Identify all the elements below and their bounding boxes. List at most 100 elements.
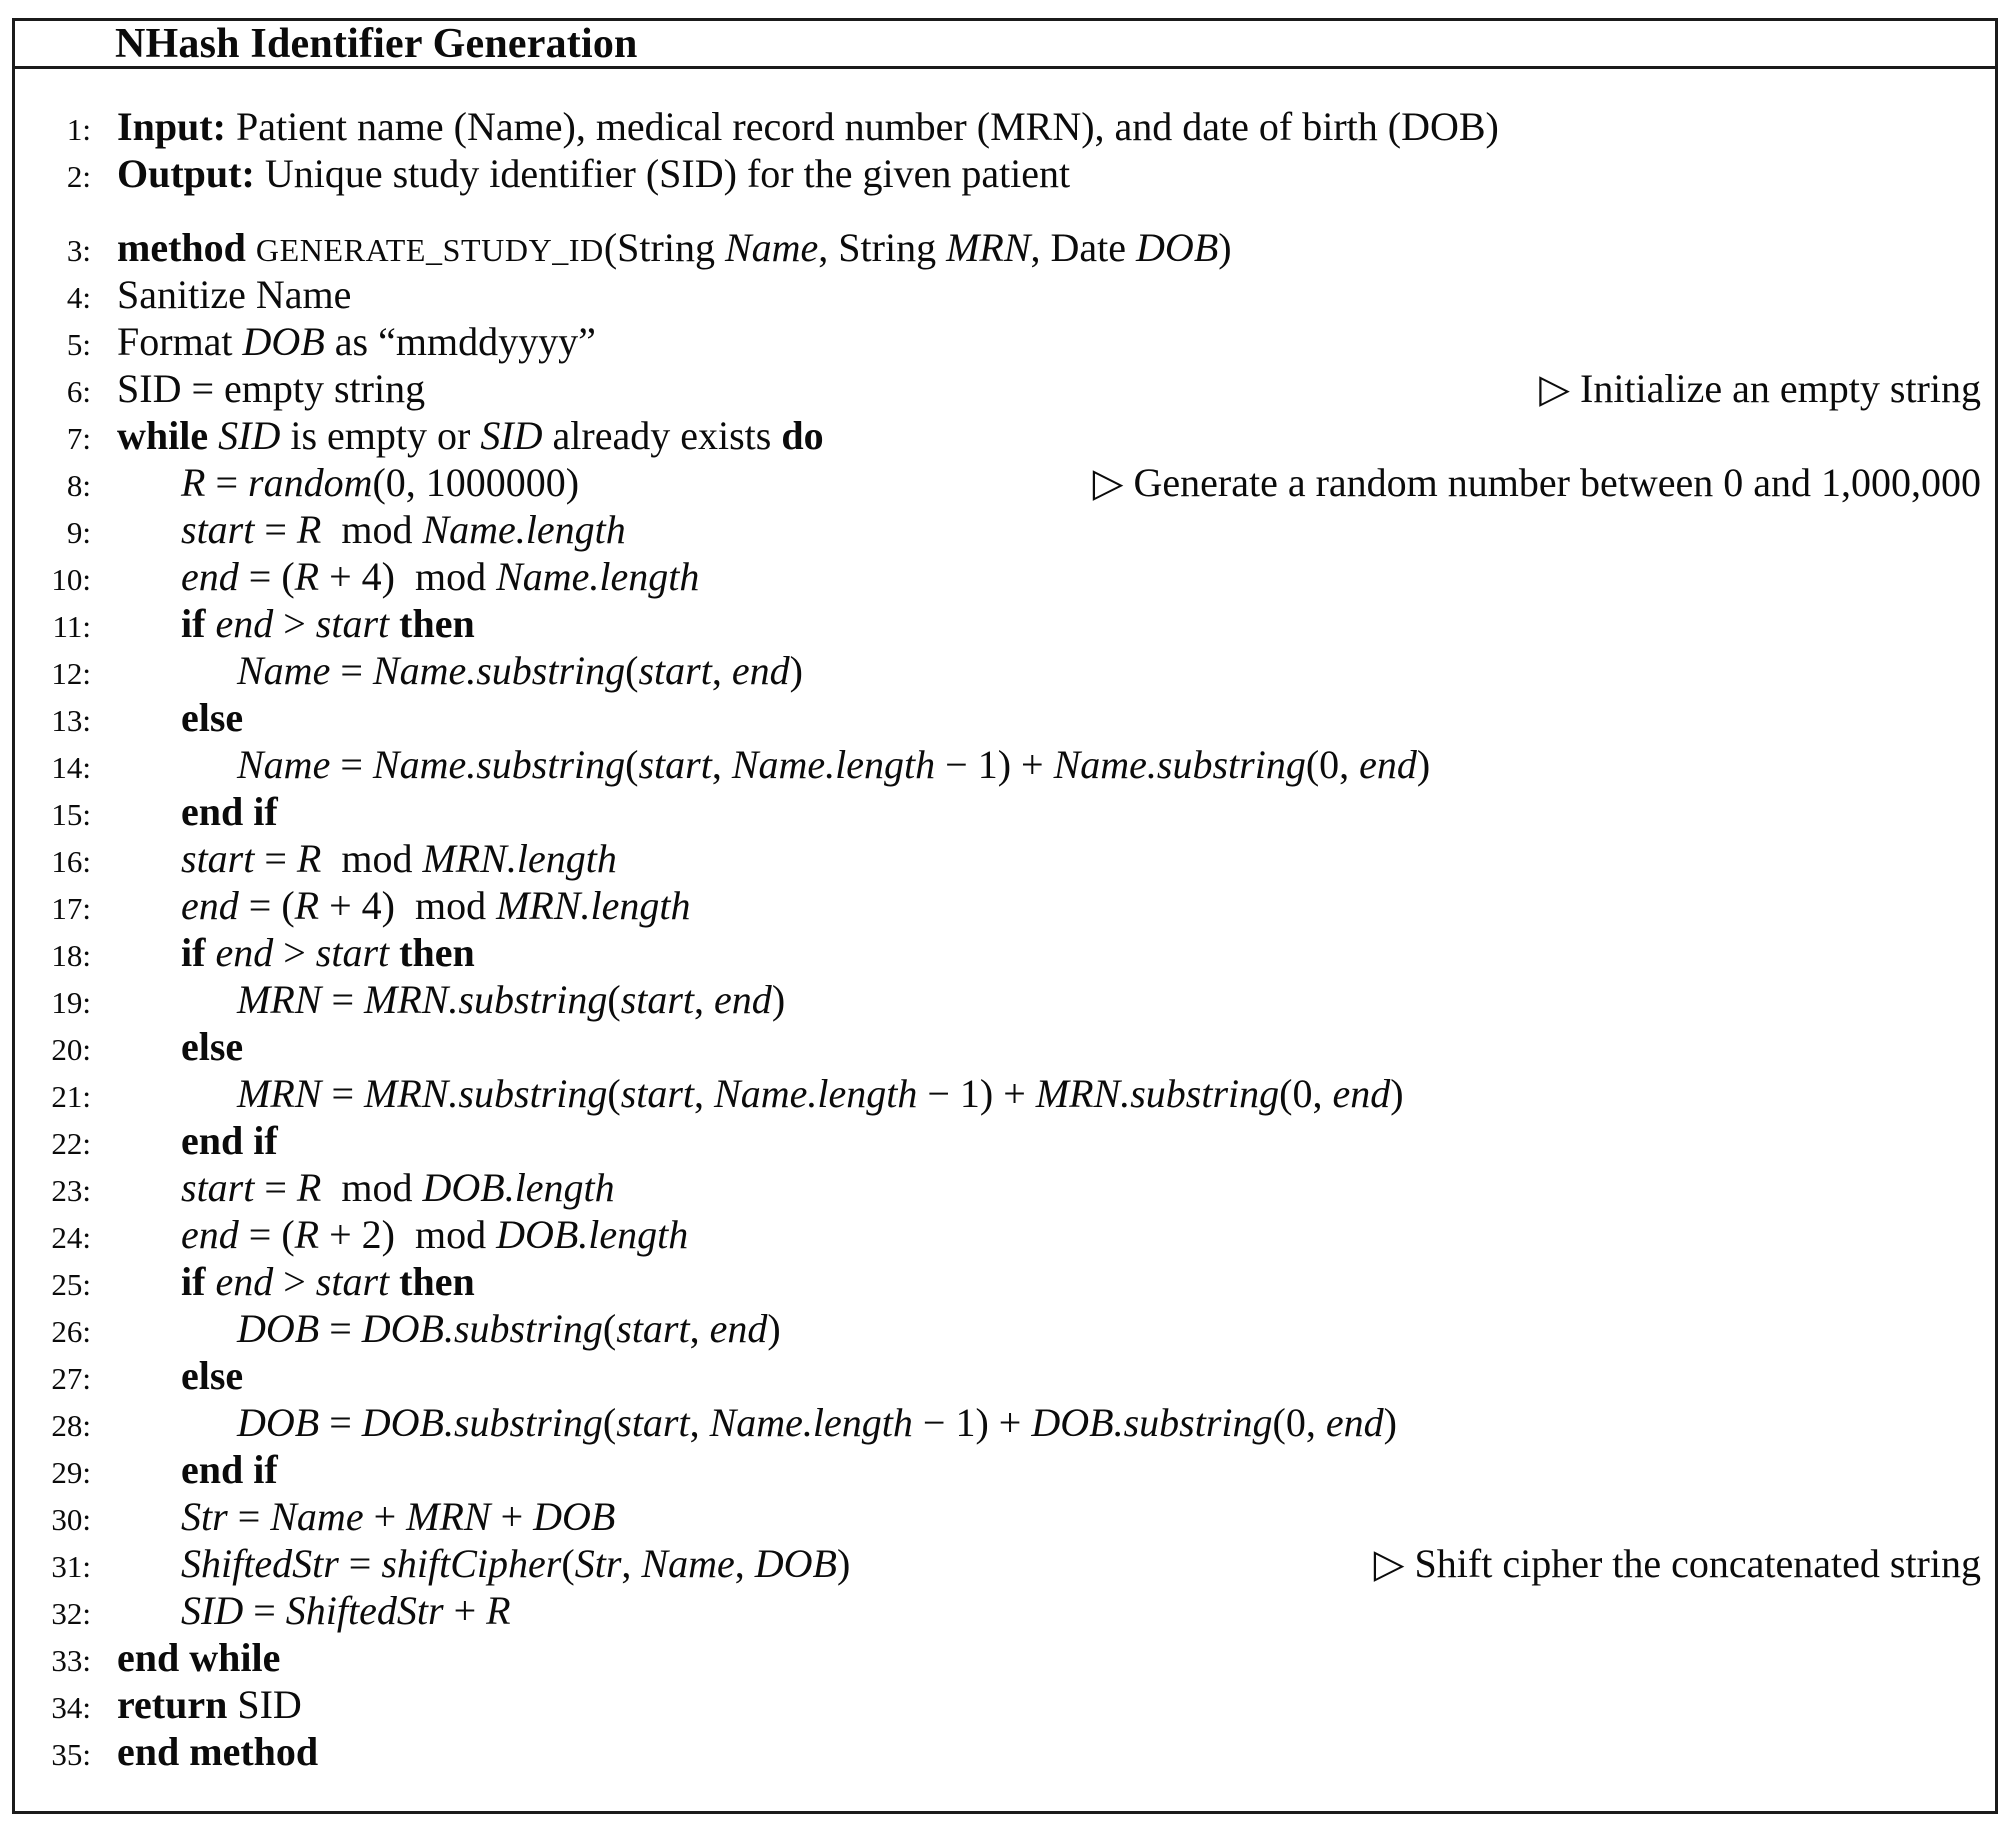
line-number: 32: <box>51 1596 91 1631</box>
code-line: 3:method GENERATE_STUDY_ID(String Name, … <box>15 224 1995 271</box>
line-number: 5: <box>66 327 91 362</box>
code-line: 15:end if <box>15 788 1995 835</box>
math-var: R <box>296 1165 322 1210</box>
keyword: while <box>117 413 219 458</box>
code-line: 25:if end > start then <box>15 1258 1995 1305</box>
math-var: DOB <box>242 319 325 364</box>
code-statement: else <box>181 694 243 741</box>
text-run: ( <box>607 1071 621 1116</box>
math-var: MRN.length <box>496 883 691 928</box>
code-statement: ShiftedStr = shiftCipher(Str, Name, DOB) <box>181 1540 850 1587</box>
math-var: SID <box>218 413 281 458</box>
math-var: DOB <box>754 1541 837 1586</box>
text-run: ) <box>1383 1400 1397 1445</box>
algorithm-body: 1:Input: Patient name (Name), medical re… <box>15 69 1995 1775</box>
text-run: ) <box>789 648 803 693</box>
text-run: ( <box>607 977 621 1022</box>
math-var: end <box>215 1259 274 1304</box>
code-line: 32:SID = ShiftedStr + R <box>15 1587 1995 1634</box>
keyword: Output: <box>117 151 265 196</box>
text-run: ( <box>561 1541 575 1586</box>
math-var: MRN <box>237 977 322 1022</box>
text-run: as “mmddyyyy” <box>324 319 596 364</box>
math-var: start <box>181 507 255 552</box>
code-line: 8:R = random(0, 1000000)▷ Generate a ran… <box>15 459 1995 506</box>
text-run: = <box>319 1306 362 1351</box>
math-var: DOB <box>1136 225 1219 270</box>
text-run: = ( <box>238 1212 295 1257</box>
text-run: = <box>205 460 248 505</box>
line-number: 24: <box>51 1220 91 1255</box>
code-line: 23:start = R mod DOB.length <box>15 1164 1995 1211</box>
keyword: if <box>181 930 216 975</box>
text-run: ( <box>625 742 639 787</box>
code-statement: else <box>181 1352 243 1399</box>
text-run: (0, <box>1279 1071 1333 1116</box>
text-run: , <box>689 1306 710 1351</box>
keyword: then <box>389 1259 475 1304</box>
text-run: , <box>689 1400 710 1445</box>
text-run: ( <box>625 648 639 693</box>
code-statement: end = (R + 2) mod DOB.length <box>181 1211 688 1258</box>
line-number: 19: <box>51 985 91 1020</box>
text-run: = <box>254 507 297 552</box>
code-line: 27:else <box>15 1352 1995 1399</box>
line-number: 18: <box>51 938 91 973</box>
text-run: Patient name (Name), medical record numb… <box>235 104 1499 149</box>
line-number: 7: <box>66 421 91 456</box>
text-run: = <box>227 1494 271 1539</box>
math-var: end <box>1332 1071 1391 1116</box>
line-number: 26: <box>51 1314 91 1349</box>
line-number: 9: <box>66 515 91 550</box>
math-var: Name <box>237 742 331 787</box>
text-run: (0, <box>1272 1400 1326 1445</box>
math-var: DOB <box>237 1400 320 1445</box>
math-var: Name.length <box>496 554 700 599</box>
keyword: then <box>389 601 475 646</box>
math-var: end <box>714 977 772 1022</box>
line-number: 29: <box>51 1455 91 1490</box>
math-var: DOB.substring <box>361 1306 603 1351</box>
text-run: , String <box>818 225 947 270</box>
code-statement: if end > start then <box>181 929 475 976</box>
text-run: − 1) + <box>935 742 1054 787</box>
math-var: start <box>315 1259 390 1304</box>
code-statement: end = (R + 4) mod Name.length <box>181 553 699 600</box>
math-var: Name.substring <box>1053 742 1306 787</box>
code-line: 28:DOB = DOB.substring(start, Name.lengt… <box>15 1399 1995 1446</box>
code-line: 6:SID = empty string▷ Initialize an empt… <box>15 365 1995 412</box>
code-line: 16:start = R mod MRN.length <box>15 835 1995 882</box>
math-var: R <box>181 460 206 505</box>
math-var: MRN.substring <box>364 977 608 1022</box>
code-statement: else <box>181 1023 243 1070</box>
keyword: return <box>117 1682 238 1727</box>
code-statement: while SID is empty or SID already exists… <box>117 412 824 459</box>
line-number: 34: <box>51 1690 91 1725</box>
math-var: ShiftedStr <box>285 1588 444 1633</box>
math-var: end <box>1359 742 1417 787</box>
code-line: 20:else <box>15 1023 1995 1070</box>
code-statement: R = random(0, 1000000) <box>181 459 579 506</box>
inline-comment: ▷ Generate a random number between 0 and… <box>1092 460 1981 505</box>
line-number: 23: <box>51 1173 91 1208</box>
code-statement: end if <box>181 1117 278 1164</box>
code-line: 5:Format DOB as “mmddyyyy” <box>15 318 1995 365</box>
code-line: 29:end if <box>15 1446 1995 1493</box>
text-run: + 4) mod <box>319 554 497 599</box>
keyword: Input: <box>117 104 236 149</box>
text-run: = ( <box>238 554 295 599</box>
text-run: (0, 1000000) <box>372 460 580 505</box>
math-var: end <box>1325 1400 1384 1445</box>
text-run: SID = empty string <box>117 366 426 411</box>
math-var: MRN <box>237 1071 322 1116</box>
code-line: 22:end if <box>15 1117 1995 1164</box>
math-var: MRN.substring <box>1035 1071 1280 1116</box>
line-number: 17: <box>51 891 91 926</box>
math-var: R <box>296 507 322 552</box>
code-statement: DOB = DOB.substring(start, end) <box>237 1305 781 1352</box>
math-var: start <box>620 977 695 1022</box>
code-line: 13:else <box>15 694 1995 741</box>
code-statement: end if <box>181 788 278 835</box>
code-line: 21:MRN = MRN.substring(start, Name.lengt… <box>15 1070 1995 1117</box>
keyword: method <box>117 225 256 270</box>
